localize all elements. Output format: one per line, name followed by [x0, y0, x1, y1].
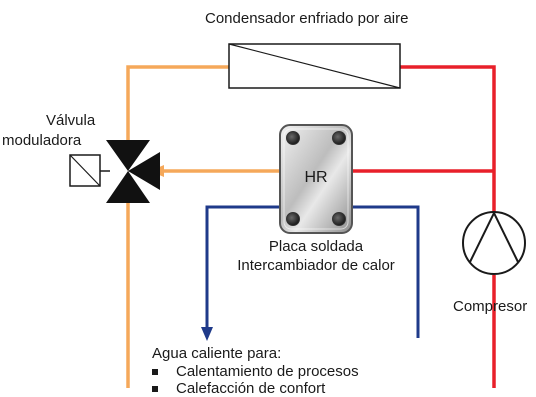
port-icon [286, 212, 300, 226]
port-icon [332, 212, 346, 226]
water-title: Agua caliente para: [152, 345, 282, 362]
valve-label-line1: Válvula [46, 112, 96, 129]
port-icon [332, 131, 346, 145]
plate-label-line1: Placa soldada [268, 238, 364, 255]
condenser-icon [228, 43, 401, 89]
water-outlet-arrow-icon [201, 327, 213, 341]
water-inlet-line [352, 205, 420, 338]
water-uses-list: Calentamiento de procesos Calefacción de… [152, 363, 359, 397]
three-way-valve-icon [69, 140, 160, 203]
hot-gas-lines [352, 65, 496, 388]
valve-label-line2: moduladora [2, 132, 82, 149]
liquid-lines [126, 65, 280, 388]
water-lines [205, 205, 420, 338]
condenser-label: Condensador enfriado por aire [205, 10, 409, 27]
compressor-label: Compresor [453, 298, 528, 315]
hr-label: HR [304, 169, 328, 186]
condenser-to-valve-line [126, 65, 229, 140]
list-item: Calentamiento de procesos [152, 363, 359, 380]
condenser-to-compressor-line [400, 65, 496, 212]
port-icon [286, 131, 300, 145]
compressor-icon [462, 210, 526, 275]
list-item: Calefacción de confort [152, 380, 359, 397]
water-outlet-line [205, 205, 280, 330]
plate-label-line2: Intercambiador de calor [237, 257, 395, 274]
plate-heat-exchanger-icon [279, 124, 353, 234]
